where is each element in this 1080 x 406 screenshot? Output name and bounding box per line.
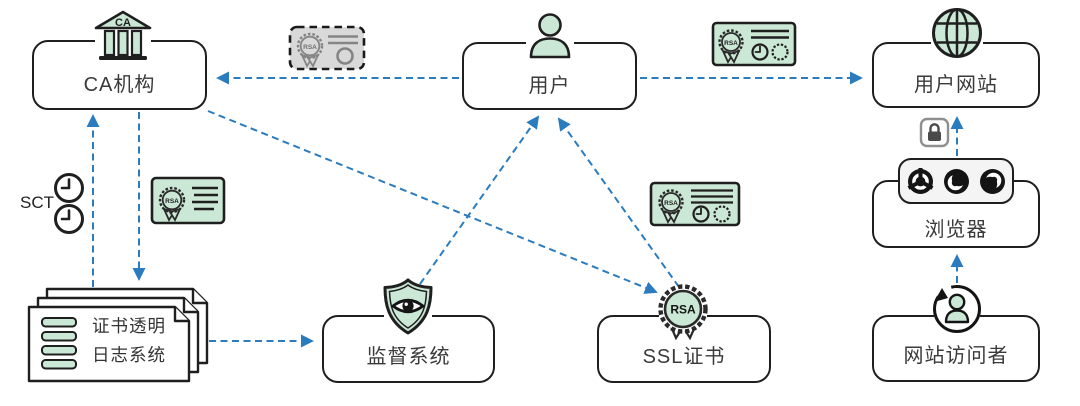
ct-log-label-line2: 日志系统: [92, 345, 166, 365]
rsa-text: RSA: [724, 40, 738, 47]
certificate-unsigned-icon: RSA: [288, 25, 366, 71]
node-browser-label: 浏览器: [924, 218, 988, 241]
node-ca-label: CA机构: [83, 73, 156, 96]
browser-logos-pill: [898, 158, 1014, 204]
lock-icon: [919, 117, 950, 148]
arrow-ca-to-sslcert: [207, 110, 658, 294]
log-line-bar: [41, 317, 77, 328]
certificate-timestamp-icon: RSA: [649, 181, 741, 227]
edge-icon: [979, 168, 1005, 194]
ca-icon-caption: CA: [115, 17, 131, 29]
shield-eye-icon: [383, 278, 433, 335]
certificate-timestamp-icon: RSA: [711, 21, 797, 67]
log-line-bar: [41, 331, 77, 342]
firefox-icon: [943, 168, 969, 194]
rsa-text: RSA: [303, 44, 317, 51]
sct-clock-icon: [54, 204, 84, 234]
rsa-text: RSA: [664, 200, 678, 207]
sct-clock-icon: [54, 173, 84, 203]
node-visitor-label: 网站访问者: [903, 345, 1009, 367]
visitor-refresh-icon: [933, 285, 981, 333]
node-visitor: 网站访问者: [872, 315, 1040, 382]
log-line-bar: [41, 359, 77, 370]
node-website-label: 用户网站: [914, 73, 998, 96]
sct-label: SCT: [20, 193, 54, 212]
user-icon: [526, 13, 574, 59]
ct-log-label-line1: 证书透明: [92, 316, 166, 336]
node-monitor-label: 监督系统: [366, 345, 451, 368]
node-ssl-cert-label: SSL证书: [642, 345, 726, 368]
certificate-signed-icon: RSA: [150, 176, 226, 225]
rsa-medal-icon: RSA: [658, 284, 708, 340]
ca-bank-icon: CA: [94, 10, 152, 60]
arrow-monitor-to-user: [419, 115, 540, 285]
node-ct-log-label: 证书透明 日志系统: [92, 312, 202, 370]
rsa-text: RSA: [165, 198, 179, 205]
chrome-icon: [907, 167, 933, 194]
rsa-text: RSA: [670, 303, 696, 317]
globe-icon: [931, 8, 983, 58]
ct-log-stack-icon: [27, 287, 209, 383]
log-line-bar: [41, 345, 77, 356]
node-user-label: 用户: [528, 74, 571, 97]
node-user: 用户: [462, 42, 637, 110]
